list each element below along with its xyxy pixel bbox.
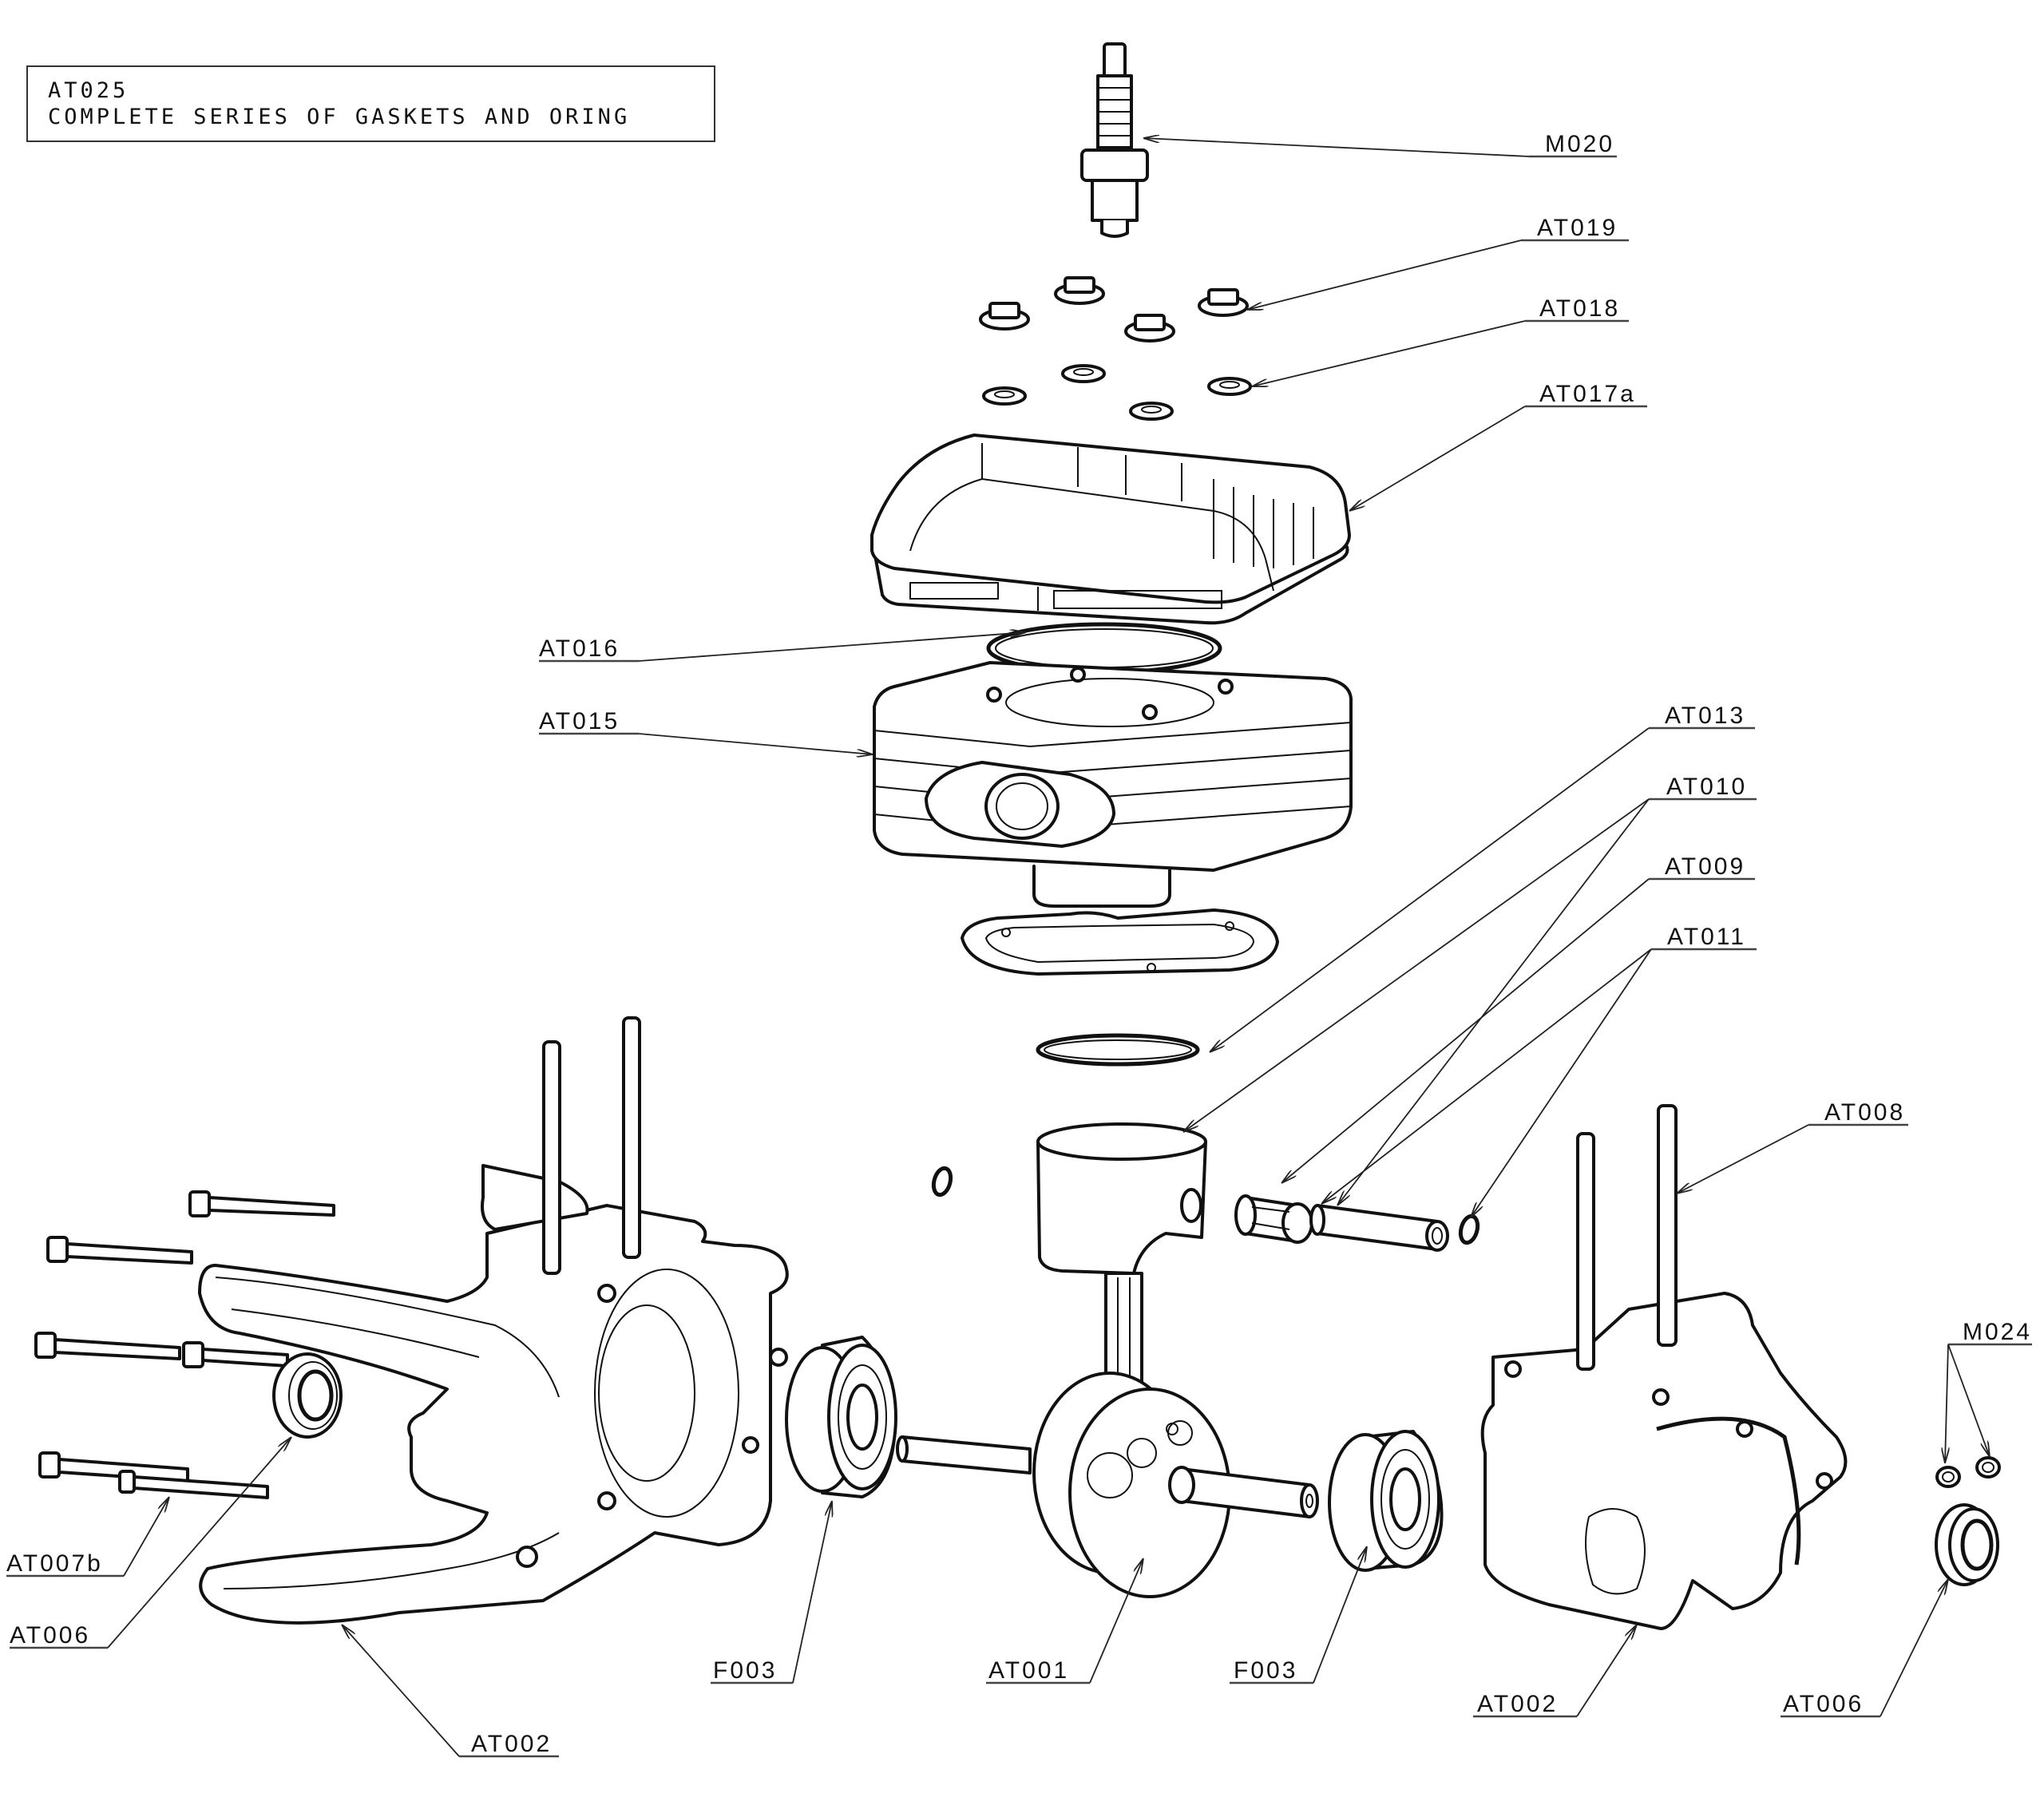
- piston-pin[interactable]: [1309, 1204, 1449, 1252]
- callout-label[interactable]: AT009: [1665, 853, 1745, 880]
- leader-line: [638, 733, 873, 754]
- cylinder-head[interactable]: [870, 433, 1351, 625]
- needle-bearing[interactable]: [1234, 1194, 1313, 1244]
- title-code: AT025: [48, 78, 129, 103]
- crankcase-bolts[interactable]: [34, 1190, 335, 1499]
- callout-head-o-ring: AT016: [539, 632, 1026, 663]
- callout-label[interactable]: AT006: [10, 1622, 90, 1649]
- base-o-ring[interactable]: [1036, 1033, 1200, 1067]
- crankcase-right[interactable]: [1480, 1292, 1848, 1630]
- callout-oil-seal-right: AT006: [1781, 1579, 1948, 1718]
- screws[interactable]: [1935, 1456, 2001, 1488]
- callout-cylinder-head-nut: AT019: [1247, 215, 1629, 310]
- leader-line: [1945, 1344, 1948, 1463]
- leader-line: [1576, 1625, 1637, 1717]
- crankcase-left[interactable]: [198, 1164, 789, 1625]
- title-box: AT025 COMPLETE SERIES OF GASKETS AND ORI…: [26, 65, 715, 142]
- leader-line: [1349, 406, 1526, 511]
- callout-cylinder: AT015: [539, 708, 873, 754]
- title-description: COMPLETE SERIES OF GASKETS AND ORING: [48, 105, 631, 129]
- callout-label[interactable]: F003: [713, 1657, 777, 1684]
- callout-screws: M024: [1945, 1319, 2032, 1463]
- leader-line: [342, 1625, 460, 1757]
- leader-line: [792, 1501, 832, 1684]
- leader-line: [1252, 320, 1526, 386]
- oil-seal-right[interactable]: [1935, 1503, 1999, 1586]
- callout-label[interactable]: AT002: [471, 1731, 552, 1757]
- studs-left[interactable]: [542, 1016, 641, 1275]
- callout-label[interactable]: AT019: [1537, 215, 1618, 241]
- spark-plug[interactable]: [1080, 42, 1149, 238]
- callout-label[interactable]: AT016: [539, 635, 620, 662]
- leader-line: [1089, 1558, 1143, 1684]
- callout-crankcase-bolt: AT007b: [6, 1497, 169, 1578]
- cylinder-head-washers[interactable]: [982, 364, 1252, 421]
- callout-crankcase-right: AT002: [1473, 1625, 1637, 1718]
- base-gasket[interactable]: [961, 908, 1279, 976]
- leader-line: [1210, 727, 1650, 1052]
- callout-spark-plug: M020: [1143, 131, 1617, 158]
- callout-label[interactable]: AT006: [1783, 1691, 1864, 1717]
- leader-line: [1281, 878, 1650, 1183]
- callout-label[interactable]: M024: [1963, 1319, 2032, 1345]
- callout-label[interactable]: AT013: [1665, 703, 1745, 729]
- leader-line: [1677, 1124, 1809, 1194]
- callout-base-o-ring: AT013: [1210, 703, 1755, 1052]
- callout-cylinder-head: AT017a: [1349, 381, 1647, 511]
- leader-line: [1313, 1546, 1367, 1684]
- callout-cylinder-head-washer: AT018: [1252, 295, 1629, 386]
- leader-line: [1471, 948, 1652, 1217]
- callout-crankshaft: AT001: [986, 1558, 1143, 1684]
- callout-main-bearing-right: F003: [1230, 1546, 1367, 1684]
- main-bearing-left[interactable]: [785, 1336, 897, 1498]
- callout-piston-pin-clips: AT011: [1321, 924, 1757, 1217]
- leader-line: [638, 632, 1026, 662]
- studs-right[interactable]: [1576, 1104, 1678, 1371]
- piston[interactable]: [1036, 1122, 1207, 1407]
- callout-label[interactable]: AT017a: [1539, 381, 1636, 407]
- leader-line: [1247, 239, 1522, 310]
- crankshaft[interactable]: [896, 1372, 1319, 1598]
- callout-piston-pin: [1337, 798, 1650, 1205]
- callout-label[interactable]: AT008: [1824, 1099, 1905, 1126]
- callout-crankcase-left: AT002: [342, 1625, 559, 1758]
- leader-line: [1337, 798, 1650, 1205]
- leader-line: [1183, 798, 1650, 1132]
- callout-oil-seal-left: AT006: [10, 1437, 291, 1649]
- callout-label[interactable]: AT015: [539, 708, 620, 734]
- cylinder-head-nuts[interactable]: [979, 276, 1249, 342]
- oil-seal-left[interactable]: [272, 1352, 343, 1439]
- leader-line: [1321, 948, 1652, 1204]
- piston-pin-clip-right[interactable]: [1458, 1213, 1480, 1245]
- leader-line: [123, 1497, 169, 1577]
- callout-needle-bearing: AT009: [1281, 853, 1755, 1183]
- callout-label[interactable]: AT018: [1539, 295, 1620, 322]
- callout-label[interactable]: AT007b: [6, 1550, 103, 1577]
- piston-pin-clip-left[interactable]: [931, 1166, 953, 1197]
- callout-stud: AT008: [1677, 1099, 1908, 1194]
- callout-label[interactable]: M020: [1545, 131, 1614, 157]
- callout-main-bearing-left: F003: [711, 1501, 832, 1684]
- callout-label[interactable]: AT001: [988, 1657, 1069, 1684]
- callout-piston: AT010: [1183, 774, 1757, 1132]
- callout-label[interactable]: F003: [1234, 1657, 1297, 1684]
- callout-label[interactable]: AT002: [1477, 1691, 1558, 1717]
- leader-line: [1143, 138, 1530, 157]
- main-bearing-right[interactable]: [1328, 1430, 1444, 1572]
- leader-line: [107, 1437, 291, 1649]
- leader-line: [1880, 1579, 1948, 1717]
- leader-line: [1947, 1344, 1990, 1457]
- callout-label[interactable]: AT010: [1666, 774, 1747, 800]
- cylinder[interactable]: [873, 661, 1353, 908]
- callout-label[interactable]: AT011: [1667, 924, 1746, 950]
